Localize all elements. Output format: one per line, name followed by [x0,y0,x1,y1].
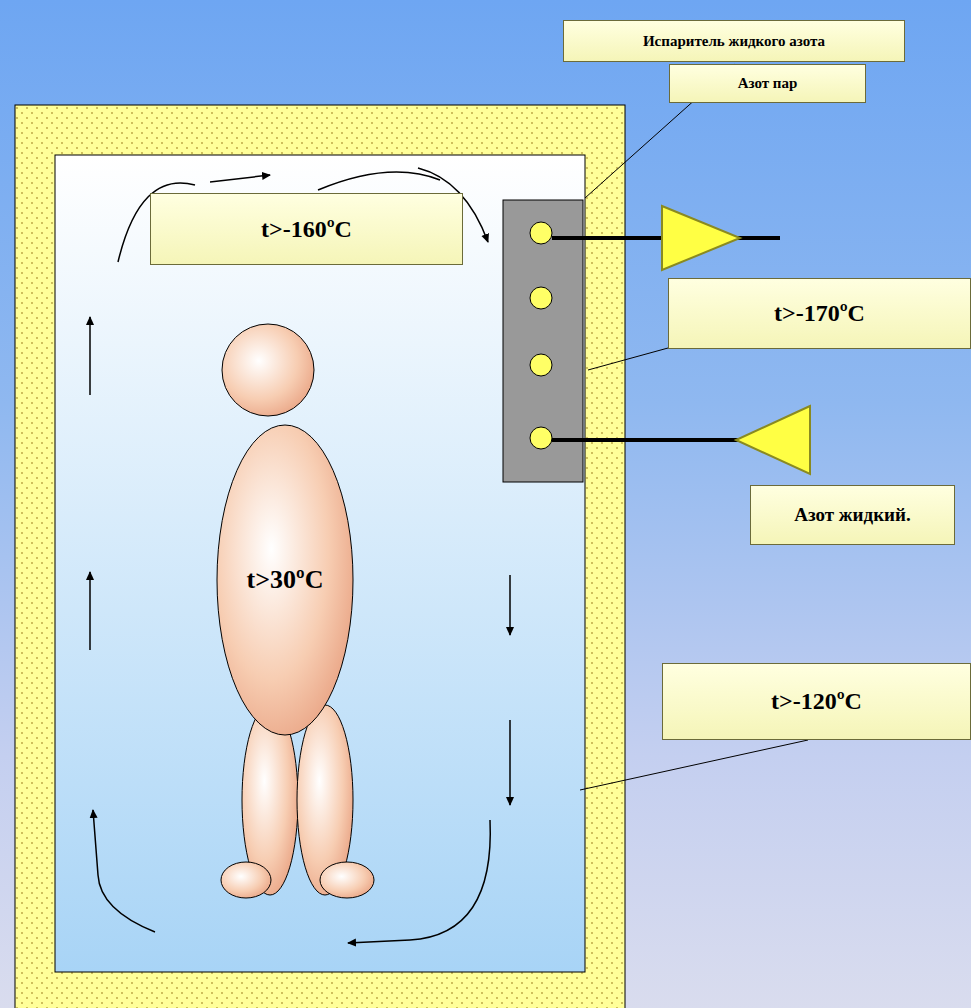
label-box: t>-170ºC [668,278,971,349]
insulated-wall [15,105,625,1008]
label-box: Азот жидкий. [750,485,955,545]
air-flow-arrows [90,168,510,943]
label-text: Азот жидкий. [794,504,911,526]
cryo-chamber [55,155,585,972]
label-box: t>-120ºC [662,663,971,740]
label-text: t>-170ºC [774,300,865,327]
label-text: t>-160ºC [261,216,352,243]
label-box: t>-160ºC [150,193,463,265]
label-box: Испаритель жидкого азота [563,20,905,62]
label-text: t>-120ºC [771,688,862,715]
body-temperature: t>30ºC [247,565,324,595]
label-text: Азот пар [738,75,798,92]
label-text: Испаритель жидкого азота [643,33,825,50]
human-figure [217,324,374,898]
label-box: Азот пар [669,64,866,103]
